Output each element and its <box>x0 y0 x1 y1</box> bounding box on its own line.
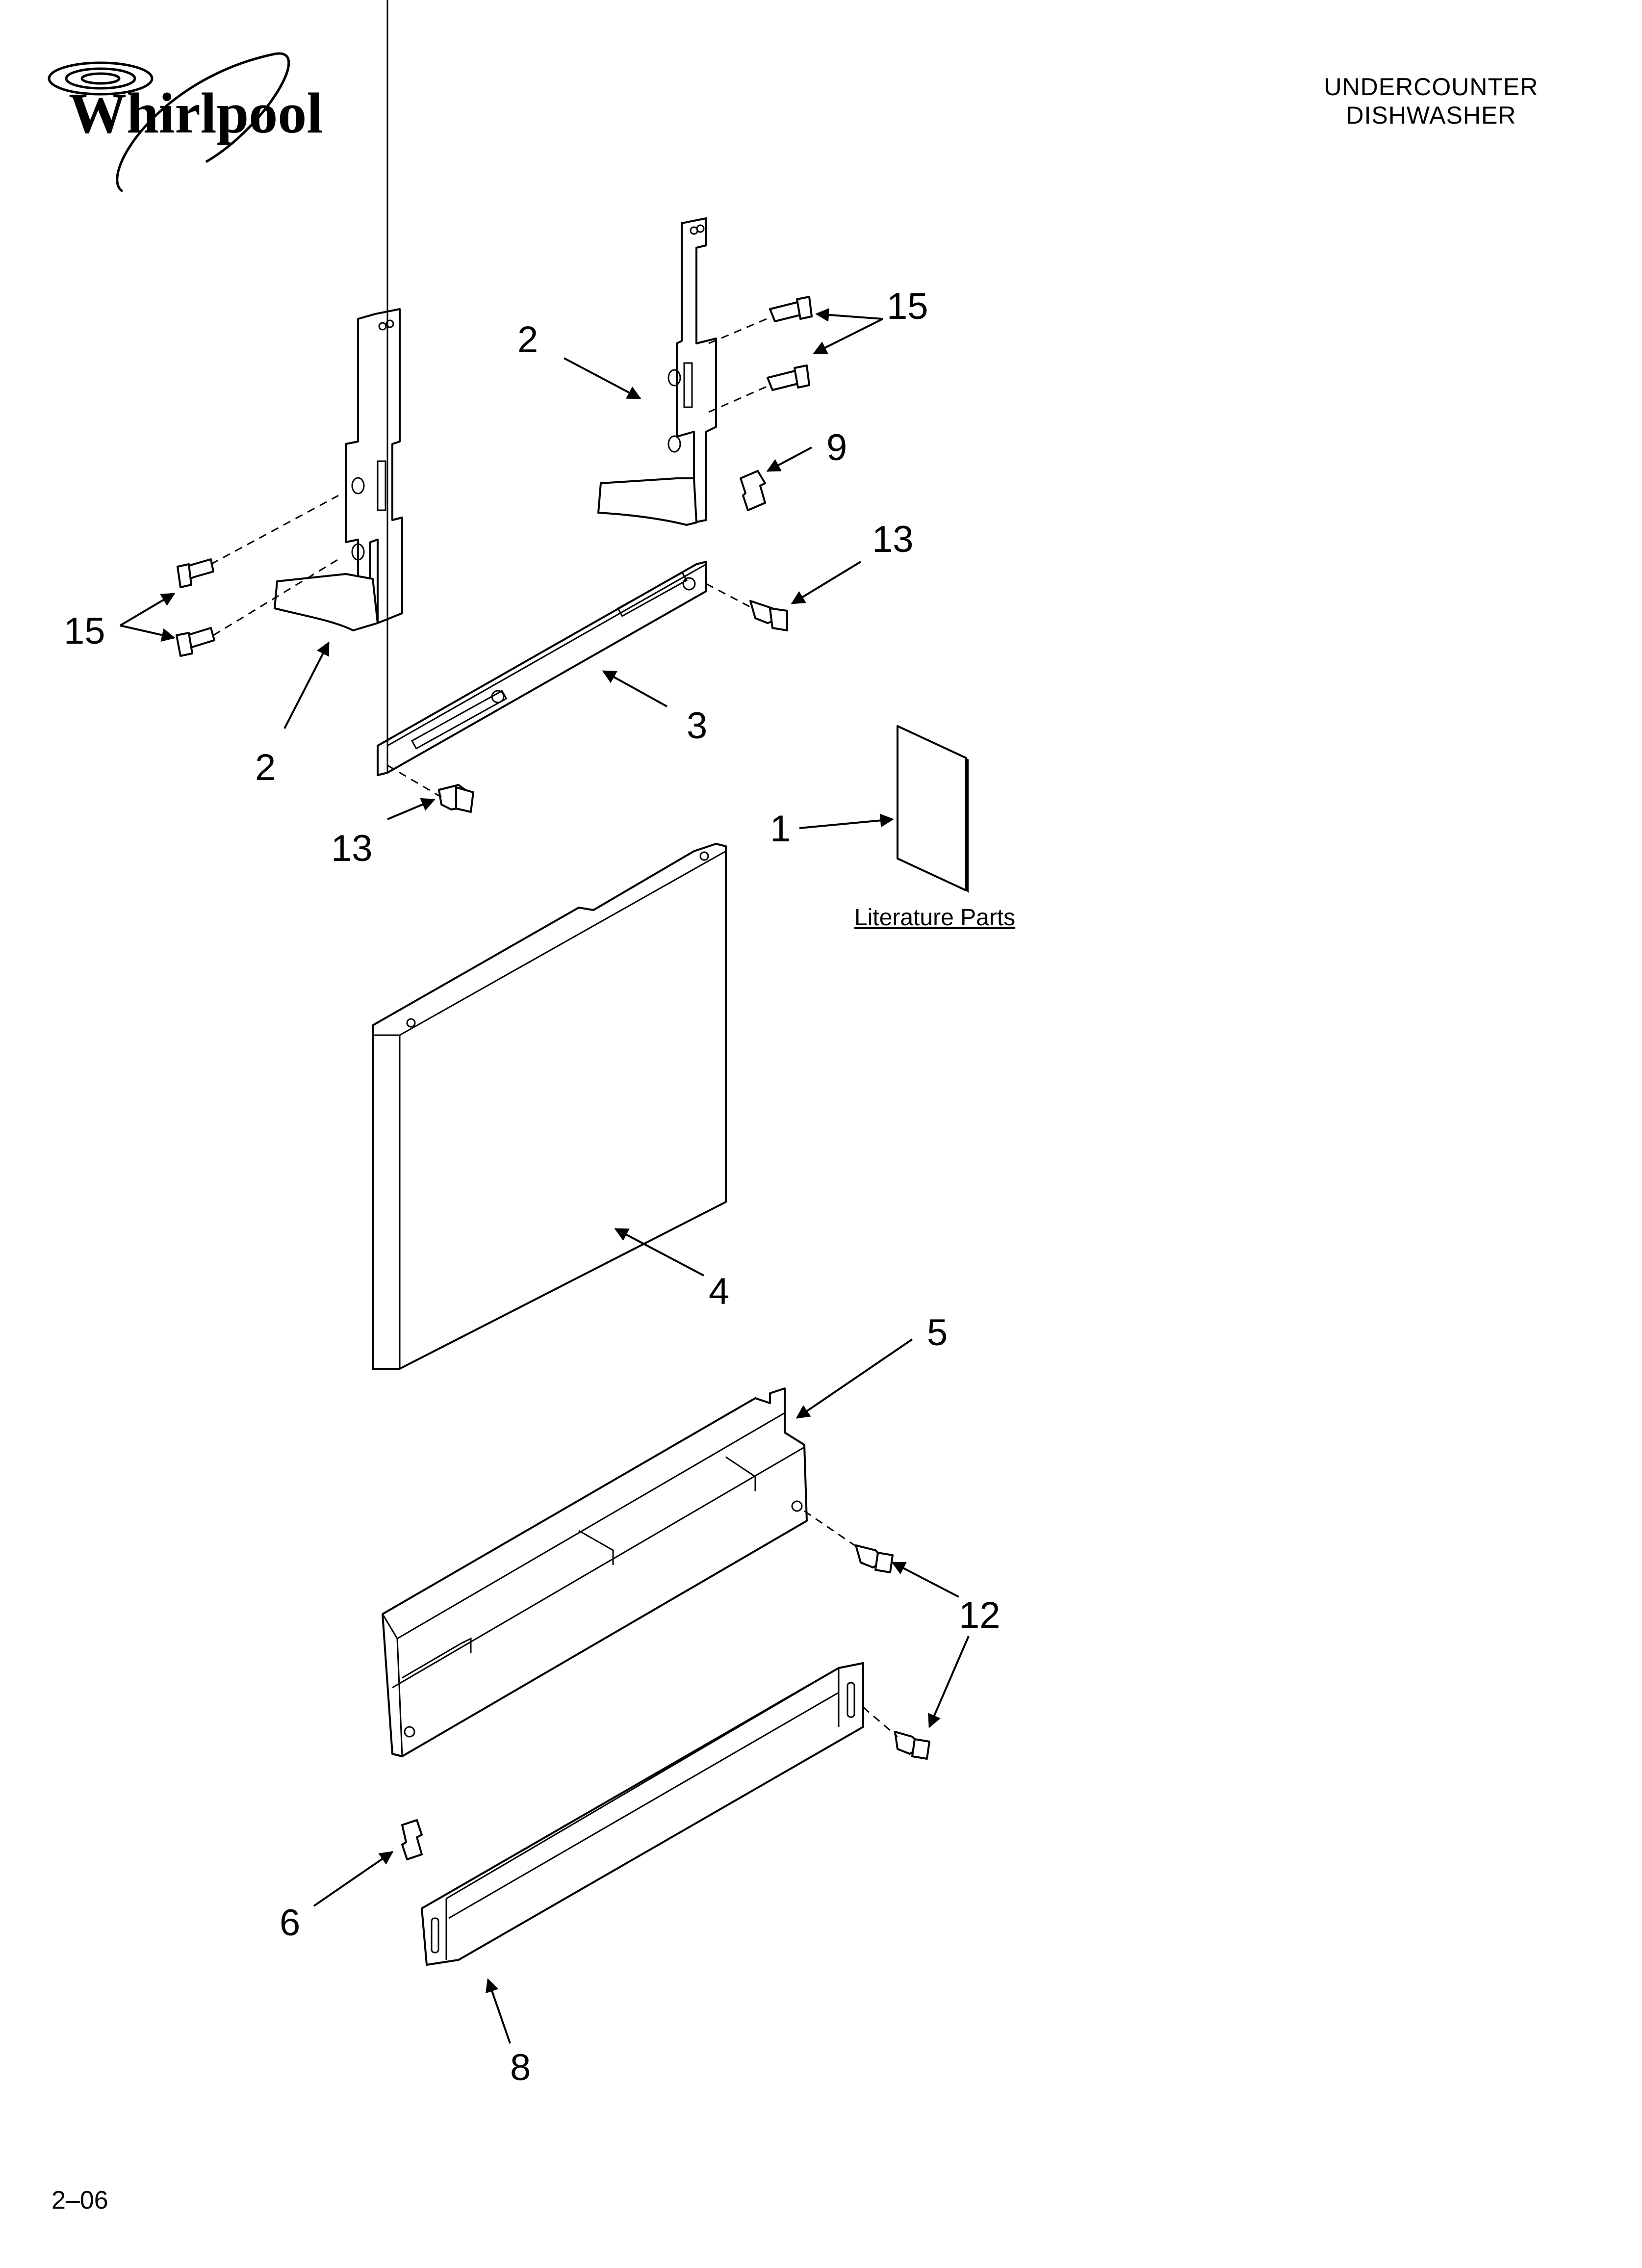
screw-15-lower-b <box>176 627 215 657</box>
whirlpool-logo: Whirlpool <box>48 52 323 193</box>
callout-8: 8 <box>510 2047 531 2088</box>
hinge-bracket-right <box>597 217 717 526</box>
assembly-lines <box>210 315 898 1738</box>
clip-9 <box>740 470 766 511</box>
clip-6 <box>401 1819 423 1860</box>
screw-12-upper <box>855 1544 894 1573</box>
access-panel <box>382 1387 808 1757</box>
document-title: UNDERCOUNTER DISHWASHER <box>1284 73 1578 130</box>
title-line-2: DISHWASHER <box>1346 102 1516 129</box>
screw-15-upper-b <box>767 365 810 391</box>
literature-parts-booklet: Literature Parts <box>854 725 1015 931</box>
callout-3: 3 <box>687 705 707 747</box>
logo-wordmark: Whirlpool <box>69 81 323 145</box>
callout-6: 6 <box>280 1902 300 1944</box>
callout-13-top: 13 <box>872 519 914 560</box>
leader-lines <box>119 308 970 2044</box>
callout-4: 4 <box>709 1271 729 1312</box>
literature-parts-label: Literature Parts <box>854 905 1015 931</box>
screw-15-lower-a <box>177 558 214 588</box>
hinge-support-bar <box>377 0 707 776</box>
callout-15-top: 15 <box>887 286 928 327</box>
callout-9: 9 <box>826 427 847 469</box>
door-panel <box>372 843 727 1370</box>
hinge-bracket-left <box>274 308 403 631</box>
callout-5: 5 <box>927 1312 948 1354</box>
screw-13-right <box>749 600 788 631</box>
callout-2-left: 2 <box>255 747 276 788</box>
callout-13-left: 13 <box>331 828 373 869</box>
callout-12: 12 <box>959 1594 1001 1636</box>
callout-1: 1 <box>770 808 791 850</box>
page-code: 2–06 <box>51 2186 108 2215</box>
title-line-1: UNDERCOUNTER <box>1324 73 1539 101</box>
screw-15-upper-a <box>769 296 813 322</box>
screw-13-left <box>438 784 474 813</box>
callout-numbers: 2 15 9 13 15 3 2 13 1 4 5 12 6 8 <box>64 286 1001 2088</box>
toe-panel <box>421 1662 864 1966</box>
screw-12-lower <box>894 1731 930 1760</box>
callout-2-top: 2 <box>517 319 538 361</box>
callout-15-left: 15 <box>64 610 105 652</box>
